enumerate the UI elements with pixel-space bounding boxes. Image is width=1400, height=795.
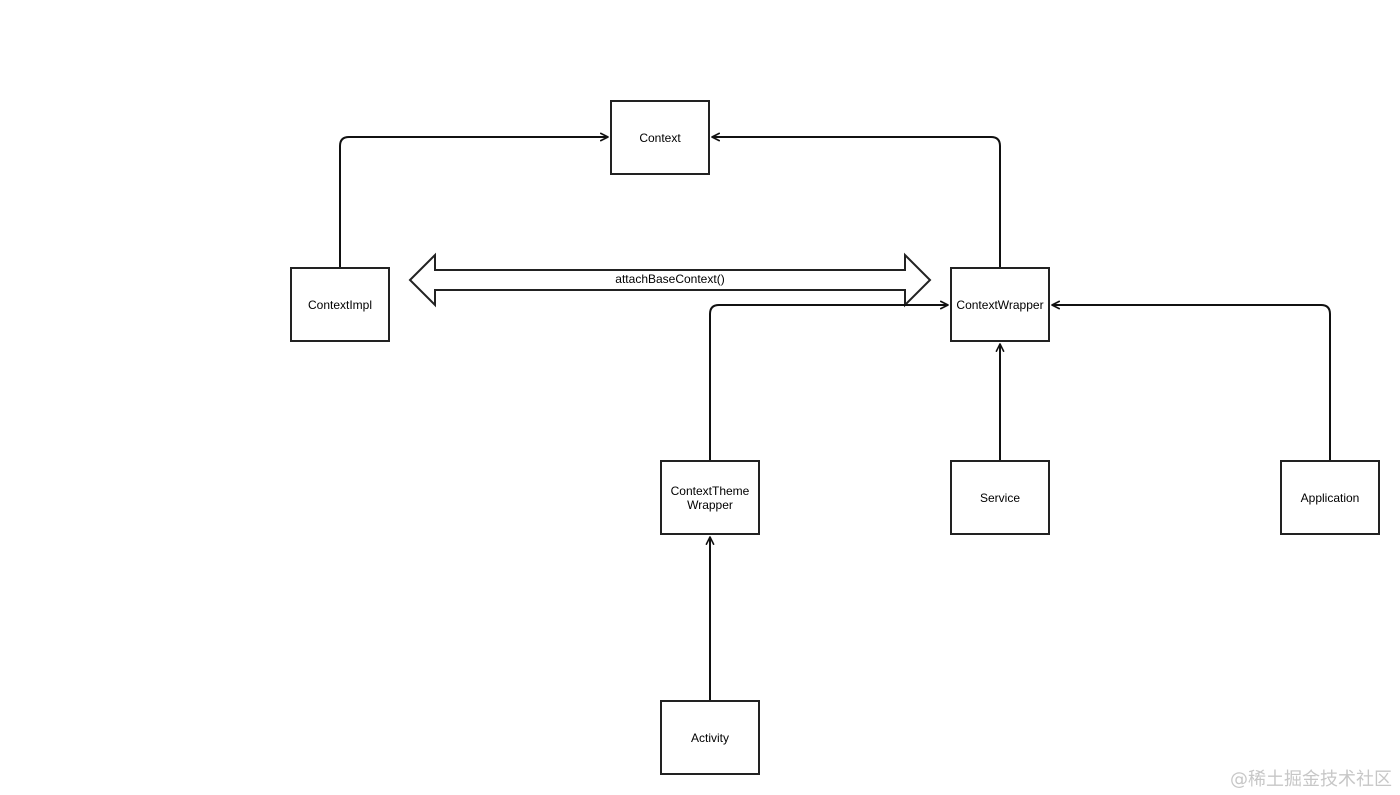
activity-node[interactable]: Activity: [660, 700, 760, 775]
context-impl-node[interactable]: ContextImpl: [290, 267, 390, 342]
activity-node-label: Activity: [690, 730, 729, 745]
double-arrow-attach-base-context: [408, 252, 932, 308]
edge-contextimpl-to-context: [339, 132, 609, 267]
service-node[interactable]: Service: [950, 460, 1050, 535]
context-wrapper-node-label: ContextWrapper: [956, 297, 1044, 312]
attach-base-context-label: attachBaseContext(): [615, 272, 725, 286]
edge-contextthemewrapper-to-contextwrapper: [709, 300, 949, 460]
watermark: @稀土掘金技术社区: [1230, 769, 1392, 790]
application-node[interactable]: Application: [1280, 460, 1380, 535]
context-impl-node-label: ContextImpl: [307, 297, 373, 312]
edge-contextwrapper-to-context: [711, 132, 1001, 267]
service-node-label: Service: [979, 490, 1020, 505]
context-theme-wrapper-node-label: ContextThemeWrapper: [670, 483, 750, 512]
edge-application-to-contextwrapper: [1051, 300, 1331, 460]
context-theme-wrapper-node[interactable]: ContextThemeWrapper: [660, 460, 760, 535]
context-node-label: Context: [639, 130, 681, 145]
application-node-label: Application: [1300, 490, 1360, 505]
context-wrapper-node[interactable]: ContextWrapper: [950, 267, 1050, 342]
context-node[interactable]: Context: [610, 100, 710, 175]
